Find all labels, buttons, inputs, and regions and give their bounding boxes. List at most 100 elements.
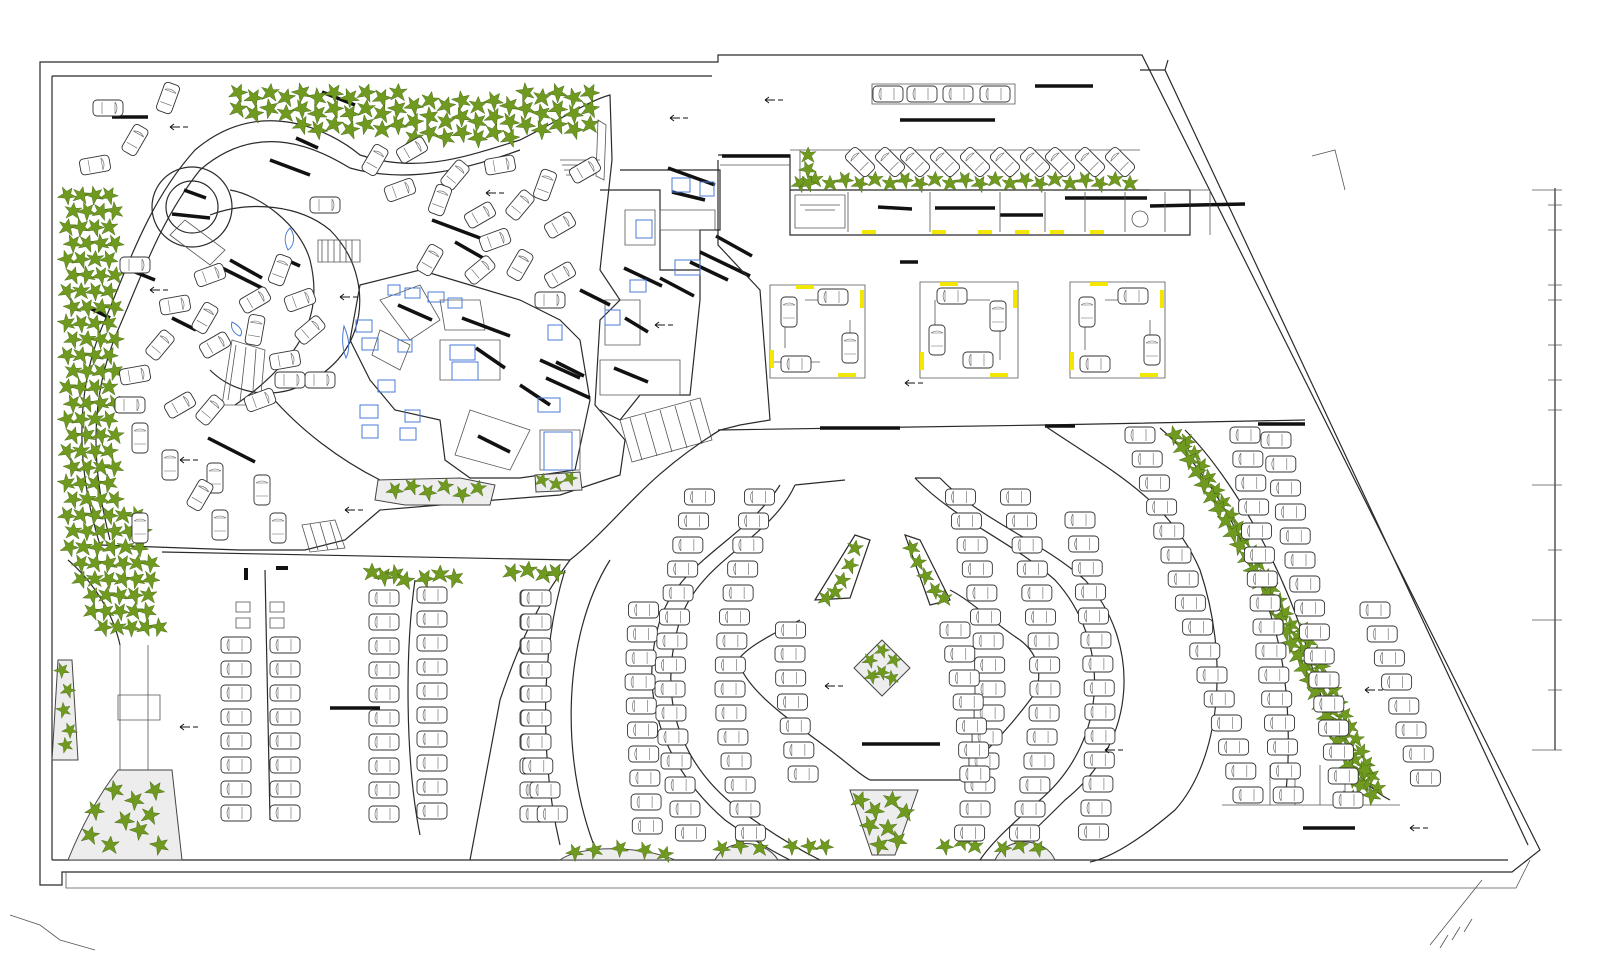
level-marker-icon [169, 123, 188, 131]
car-icon [269, 684, 301, 702]
accessible-parking-icon [235, 566, 288, 629]
car-icon [158, 294, 192, 316]
car-icon [161, 449, 179, 481]
car-icon [1225, 762, 1257, 780]
stairs [169, 119, 713, 553]
car-icon [1080, 631, 1112, 649]
tree-icon [513, 95, 539, 121]
car-icon [1082, 655, 1114, 673]
car-icon [237, 285, 273, 315]
car-icon [1308, 671, 1340, 689]
tree-icon [94, 598, 119, 623]
car-icon [266, 252, 294, 288]
tree-icon [276, 103, 296, 122]
car-icon [954, 824, 986, 842]
car-icon [1078, 607, 1109, 625]
car-icon [944, 645, 976, 663]
tree-icon [139, 585, 158, 604]
tree-icon [418, 103, 443, 129]
tree-icon [434, 124, 459, 150]
car-icon [503, 187, 537, 223]
car-icon [220, 780, 252, 798]
car-icon [1246, 570, 1278, 588]
parked-cars [78, 80, 1441, 842]
tree-icon [531, 87, 553, 107]
car-icon [1018, 145, 1052, 179]
tree-icon [99, 217, 119, 236]
car-icon [269, 804, 301, 822]
car-icon [1327, 767, 1359, 785]
car-icon [416, 586, 448, 604]
elevation-ruler [1532, 188, 1562, 751]
car-icon [368, 661, 400, 679]
car-icon [520, 661, 552, 679]
car-icon [244, 313, 266, 347]
car-icon [1068, 535, 1100, 553]
level-marker-icon [179, 456, 198, 464]
car-icon [724, 776, 756, 794]
car-icon [1138, 474, 1170, 492]
site-boundary [39, 54, 1541, 889]
car-icon [1395, 721, 1427, 739]
car-icon [624, 673, 656, 691]
tree-icon [69, 470, 94, 495]
car-icon [520, 685, 552, 703]
car-icon [416, 634, 448, 652]
car-icon [719, 608, 750, 626]
car-icon [657, 728, 689, 746]
car-icon [966, 584, 998, 602]
car-icon [1264, 714, 1296, 732]
car-icon [415, 242, 445, 278]
car-icon [729, 800, 761, 818]
tree-icon [75, 358, 100, 383]
car-icon [1160, 546, 1192, 564]
car-icon [628, 745, 660, 763]
tree-icon [75, 262, 100, 287]
car-icon [368, 733, 400, 751]
car-icon [220, 708, 252, 726]
car-icon [269, 756, 301, 774]
car-icon [629, 769, 661, 787]
level-marker-icon [1364, 686, 1383, 694]
car-icon [520, 733, 552, 751]
car-icon [462, 200, 498, 230]
tree-icon [75, 198, 100, 223]
car-icon [961, 560, 993, 578]
car-icon [268, 349, 302, 371]
car-icon [1409, 769, 1441, 787]
level-marker-icon [654, 321, 673, 329]
tree-icon [63, 201, 83, 220]
level-marker-icon [179, 723, 198, 731]
car-icon [1009, 824, 1041, 842]
car-icon [1252, 618, 1284, 636]
car-icon [520, 709, 552, 727]
car-icon [477, 226, 513, 254]
car-icon [974, 656, 1006, 674]
car-icon [669, 800, 701, 818]
car-icon [520, 613, 552, 631]
car-icon [416, 802, 448, 820]
car-icon [956, 536, 988, 554]
car-icon [193, 392, 227, 428]
top-road [720, 83, 1211, 235]
tree-icon [69, 310, 94, 335]
car-icon [269, 732, 301, 750]
car-icon [628, 601, 659, 619]
car-icon [787, 765, 819, 783]
tree-icon [468, 95, 488, 114]
car-icon [131, 422, 149, 454]
car-icon [872, 85, 904, 103]
car-icon [939, 621, 971, 639]
car-icon [783, 741, 815, 759]
car-icon [211, 509, 229, 541]
car-icon [1303, 647, 1335, 665]
car-icon [678, 512, 710, 530]
tree-icon [814, 834, 837, 857]
car-icon [714, 656, 746, 674]
car-icon [1258, 666, 1290, 684]
car-icon [269, 660, 301, 678]
car-icon [416, 778, 448, 796]
corner-marks [9, 149, 1483, 951]
car-icon [1238, 498, 1270, 516]
